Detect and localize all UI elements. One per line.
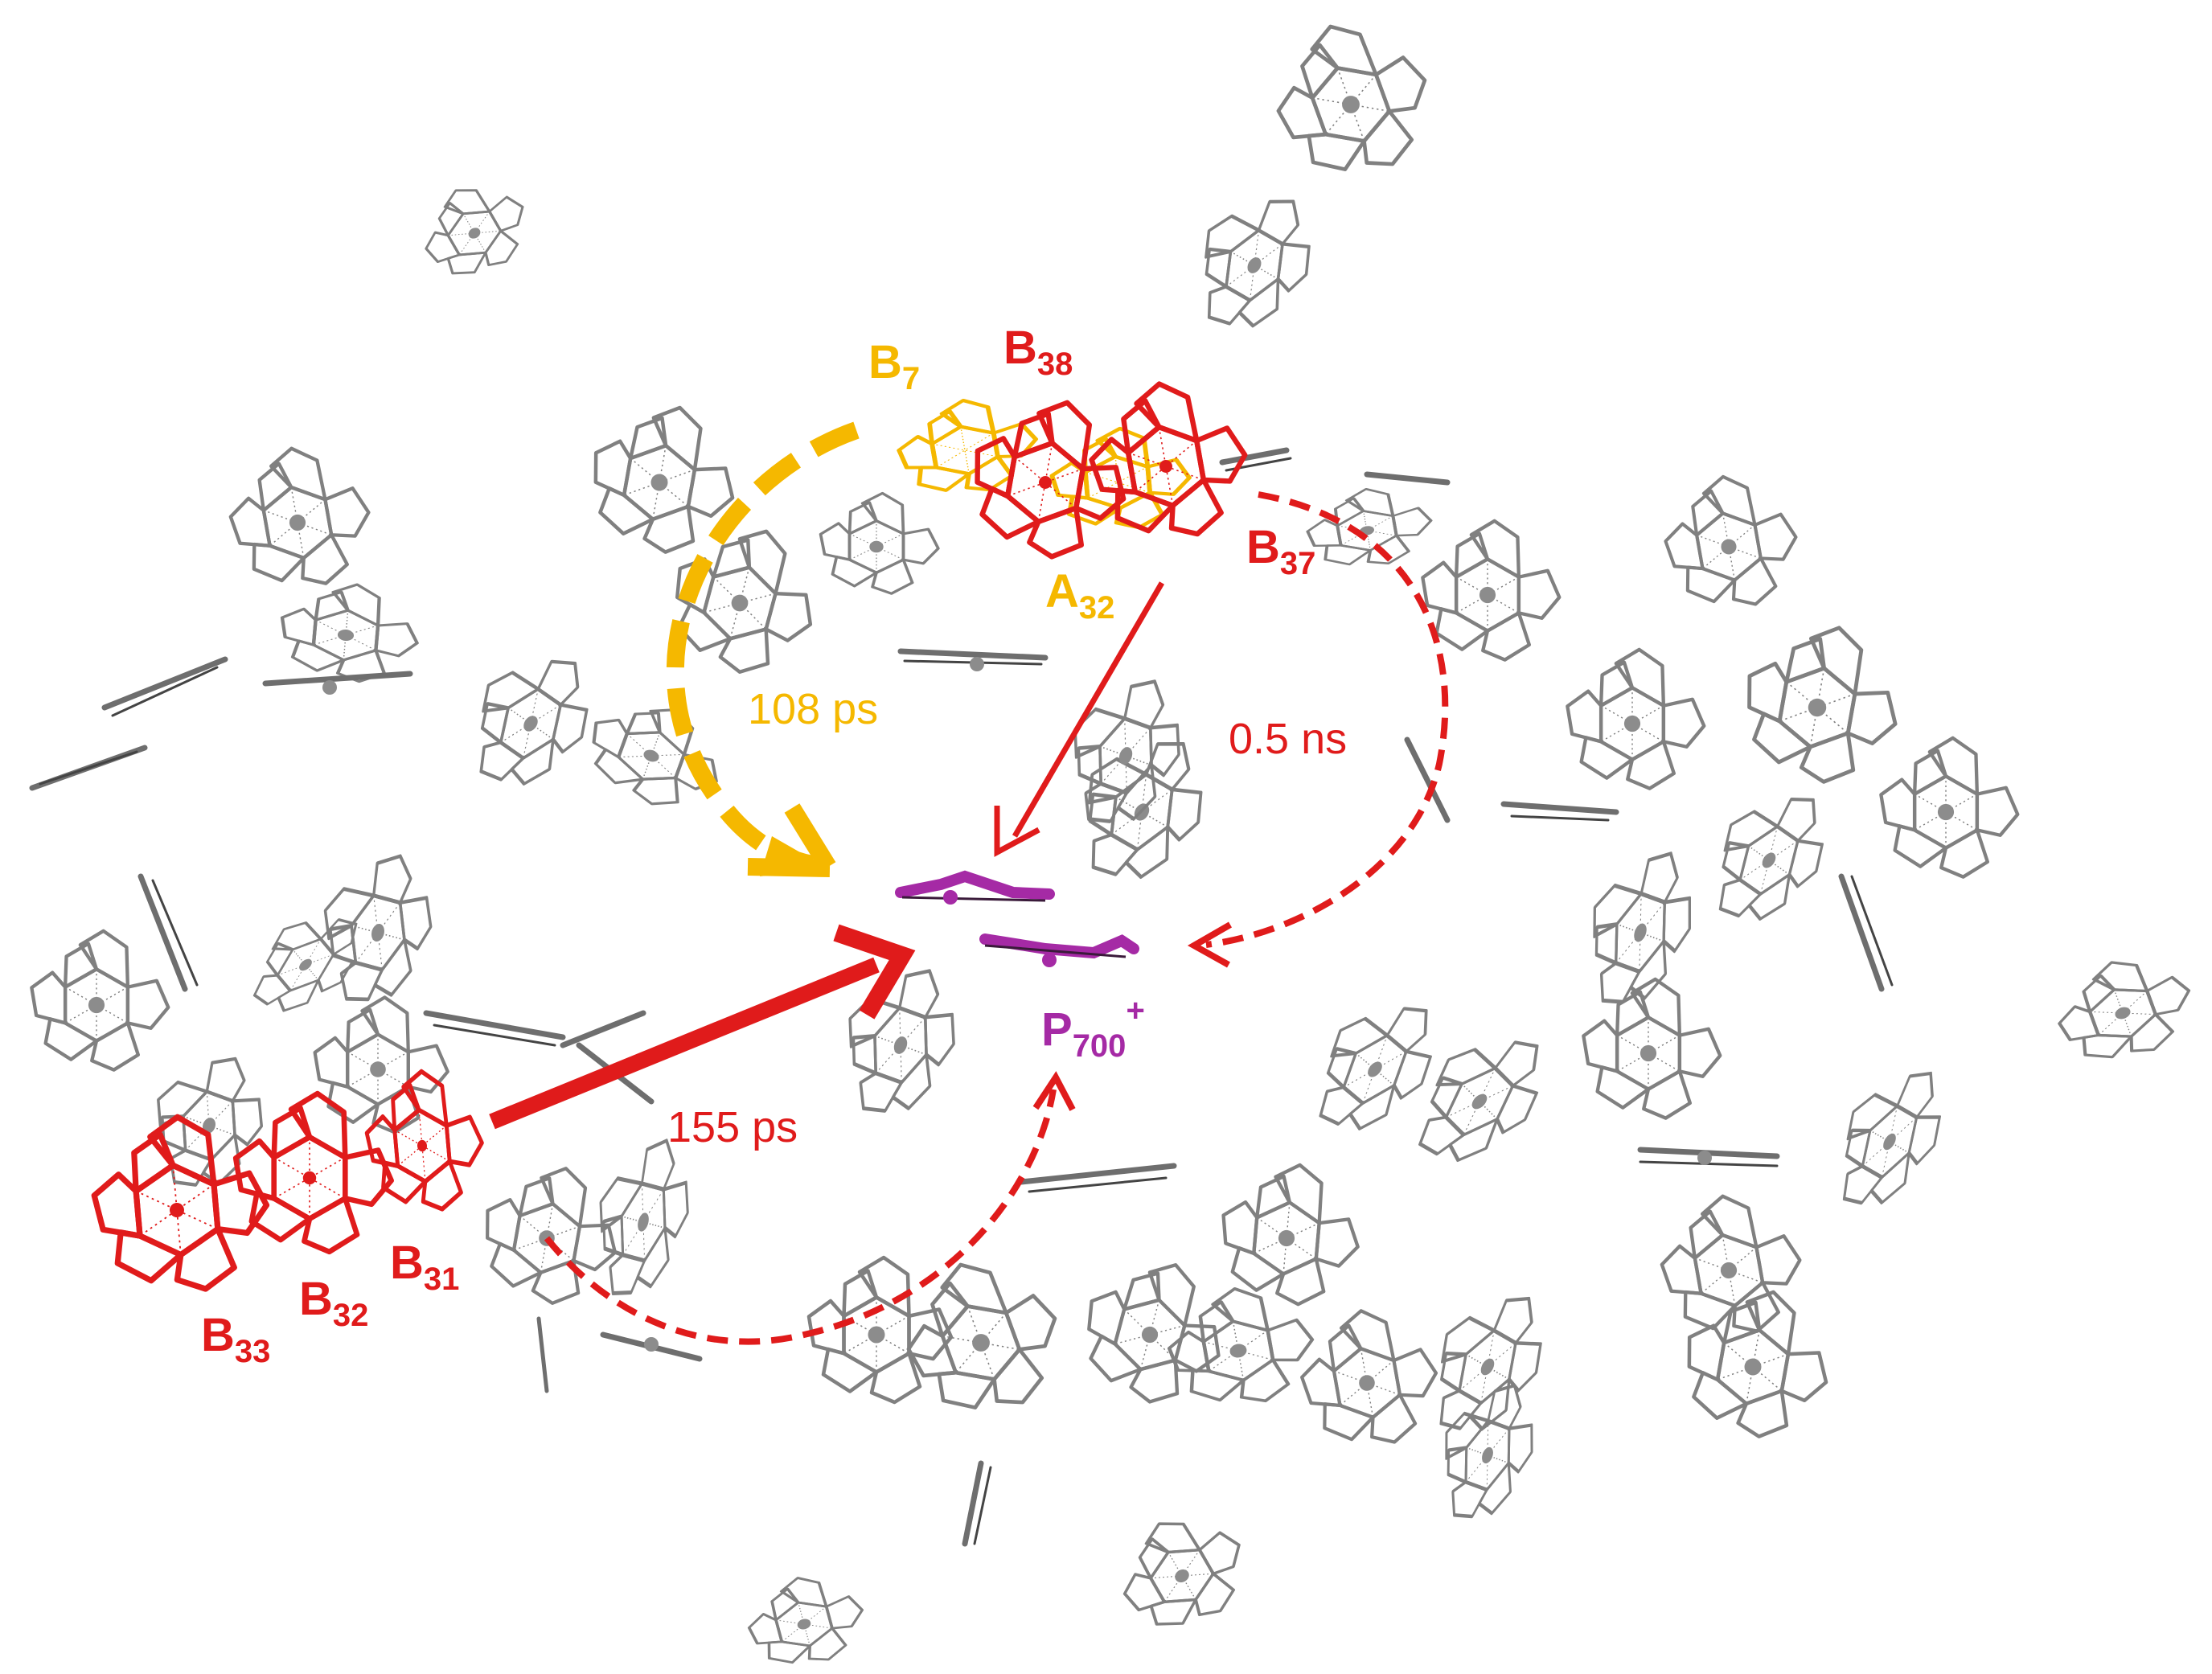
chlorophyll-face [445, 630, 614, 807]
svg-text:B7: B7 [868, 336, 920, 396]
chlorophyll-edge [137, 873, 199, 992]
chlorophyll-face [1407, 1272, 1566, 1452]
rate-108ps: 108 ps [748, 685, 878, 733]
chlorophyll-face [1258, 2, 1448, 195]
chlorophyll-face [407, 164, 544, 295]
chlorophyll-face [1392, 1009, 1567, 1184]
chlorophyll-face [819, 491, 940, 596]
chlorophyll-edge [1838, 873, 1894, 992]
chlorophyll-face [1566, 835, 1711, 1020]
label-p700: P700+ [1041, 993, 1145, 1064]
chlorophyll-edge [1219, 447, 1292, 472]
chlorophyll-edge [423, 1010, 566, 1047]
pigment-b31-b32-b33 [88, 1067, 488, 1298]
pigment-b31 [362, 1067, 487, 1215]
chlorophyll-face [1292, 1300, 1447, 1456]
antenna-edge-on-chlorophylls [29, 447, 1894, 1547]
chlorophyll-face [1688, 769, 1849, 942]
chlorophyll-face [1217, 1159, 1365, 1309]
pigment-b33 [88, 1110, 273, 1299]
chlorophyll-edge [1018, 1163, 1177, 1193]
chlorophyll-edge [101, 656, 228, 717]
chlorophyll-edge [1637, 1147, 1780, 1167]
chlorophyll-face [1048, 662, 1200, 841]
svg-text:A32: A32 [1045, 565, 1114, 626]
chlorophyll-face [1422, 521, 1559, 660]
label-b33: B33 [201, 1309, 270, 1369]
chlorophyll-face [1675, 1279, 1841, 1446]
chlorophyll-face [809, 1258, 951, 1402]
arrow-antenna-lower [544, 1071, 1076, 1345]
chlorophyll-face [579, 1128, 704, 1307]
chlorophyll-edge [262, 671, 413, 695]
chlorophyll-face [1583, 979, 1720, 1118]
svg-text:B31: B31 [390, 1237, 459, 1297]
pigment-b38-b37 [962, 371, 1257, 568]
chlorophyll-face [1161, 1277, 1321, 1416]
chlorophyll-face [277, 578, 422, 686]
label-b7: B7 [868, 336, 920, 396]
chlorophyll-face [658, 512, 831, 687]
chlorophyll-face [1053, 712, 1229, 902]
label-a32: A32 [1045, 565, 1114, 626]
chlorophyll-face [232, 890, 380, 1032]
chlorophyll-edge [560, 1010, 646, 1048]
antenna-chlorophylls [31, 2, 2203, 1674]
chlorophyll-face [1172, 172, 1335, 348]
chlorophyll-edge [1404, 736, 1451, 823]
chlorophyll-face [1291, 977, 1459, 1152]
svg-text:B33: B33 [201, 1309, 270, 1369]
svg-text:B38: B38 [1003, 322, 1073, 382]
chlorophyll-face [31, 931, 168, 1070]
chlorophyll-face [1300, 477, 1439, 578]
arrow-108ps [667, 421, 860, 877]
chlorophyll-face [1421, 1369, 1551, 1532]
chlorophyll-face [581, 395, 747, 562]
rate-155ps: 155 ps [667, 1103, 798, 1151]
label-b31: B31 [390, 1237, 459, 1297]
chlorophyll-face [1656, 466, 1806, 618]
chlorophyll-face [577, 686, 734, 822]
chlorophyll-face [221, 437, 380, 598]
svg-text:B32: B32 [299, 1273, 368, 1333]
chlorophyll-face [1734, 614, 1910, 793]
label-b37: B37 [1246, 521, 1315, 581]
arrow-0.5ns [1187, 491, 1449, 968]
chlorophyll-face [2046, 941, 2203, 1077]
chlorophyll-edge [1500, 801, 1619, 822]
chlorophyll-edge [29, 745, 148, 791]
chlorophyll-face [1567, 650, 1704, 789]
chlorophyll-face [133, 1039, 280, 1204]
pigment-b32 [236, 1093, 392, 1252]
chlorophyll-face [1881, 738, 2017, 877]
chlorophyll-face [1813, 1049, 1964, 1225]
chlorophyll-face [315, 997, 448, 1132]
label-b38: B38 [1003, 322, 1073, 382]
rate-0.5ns: 0.5 ns [1229, 715, 1347, 763]
chlorophyll-face [1101, 1492, 1265, 1650]
chlorophyll-face [1652, 1185, 1811, 1346]
chlorophyll-edge [600, 1331, 703, 1362]
chlorophyll-face [305, 841, 446, 1015]
chlorophyll-edge [962, 1460, 992, 1547]
chlorophyll-edge [897, 648, 1049, 671]
arrow-155ps [489, 924, 916, 1130]
chlorophyll-face [888, 1241, 1078, 1433]
svg-text:P700+: P700+ [1041, 993, 1145, 1064]
chlorophyll-edge [536, 1316, 549, 1393]
chlorophyll-face [1070, 1246, 1238, 1416]
chlorophyll-edge [1364, 471, 1451, 486]
arrow-b38 [994, 581, 1165, 857]
chlorophyll-face [738, 1562, 874, 1674]
svg-text:B37: B37 [1246, 521, 1315, 581]
p700-special-pair [895, 870, 1139, 967]
chlorophyll-face [823, 951, 975, 1130]
label-b32: B32 [299, 1273, 368, 1333]
